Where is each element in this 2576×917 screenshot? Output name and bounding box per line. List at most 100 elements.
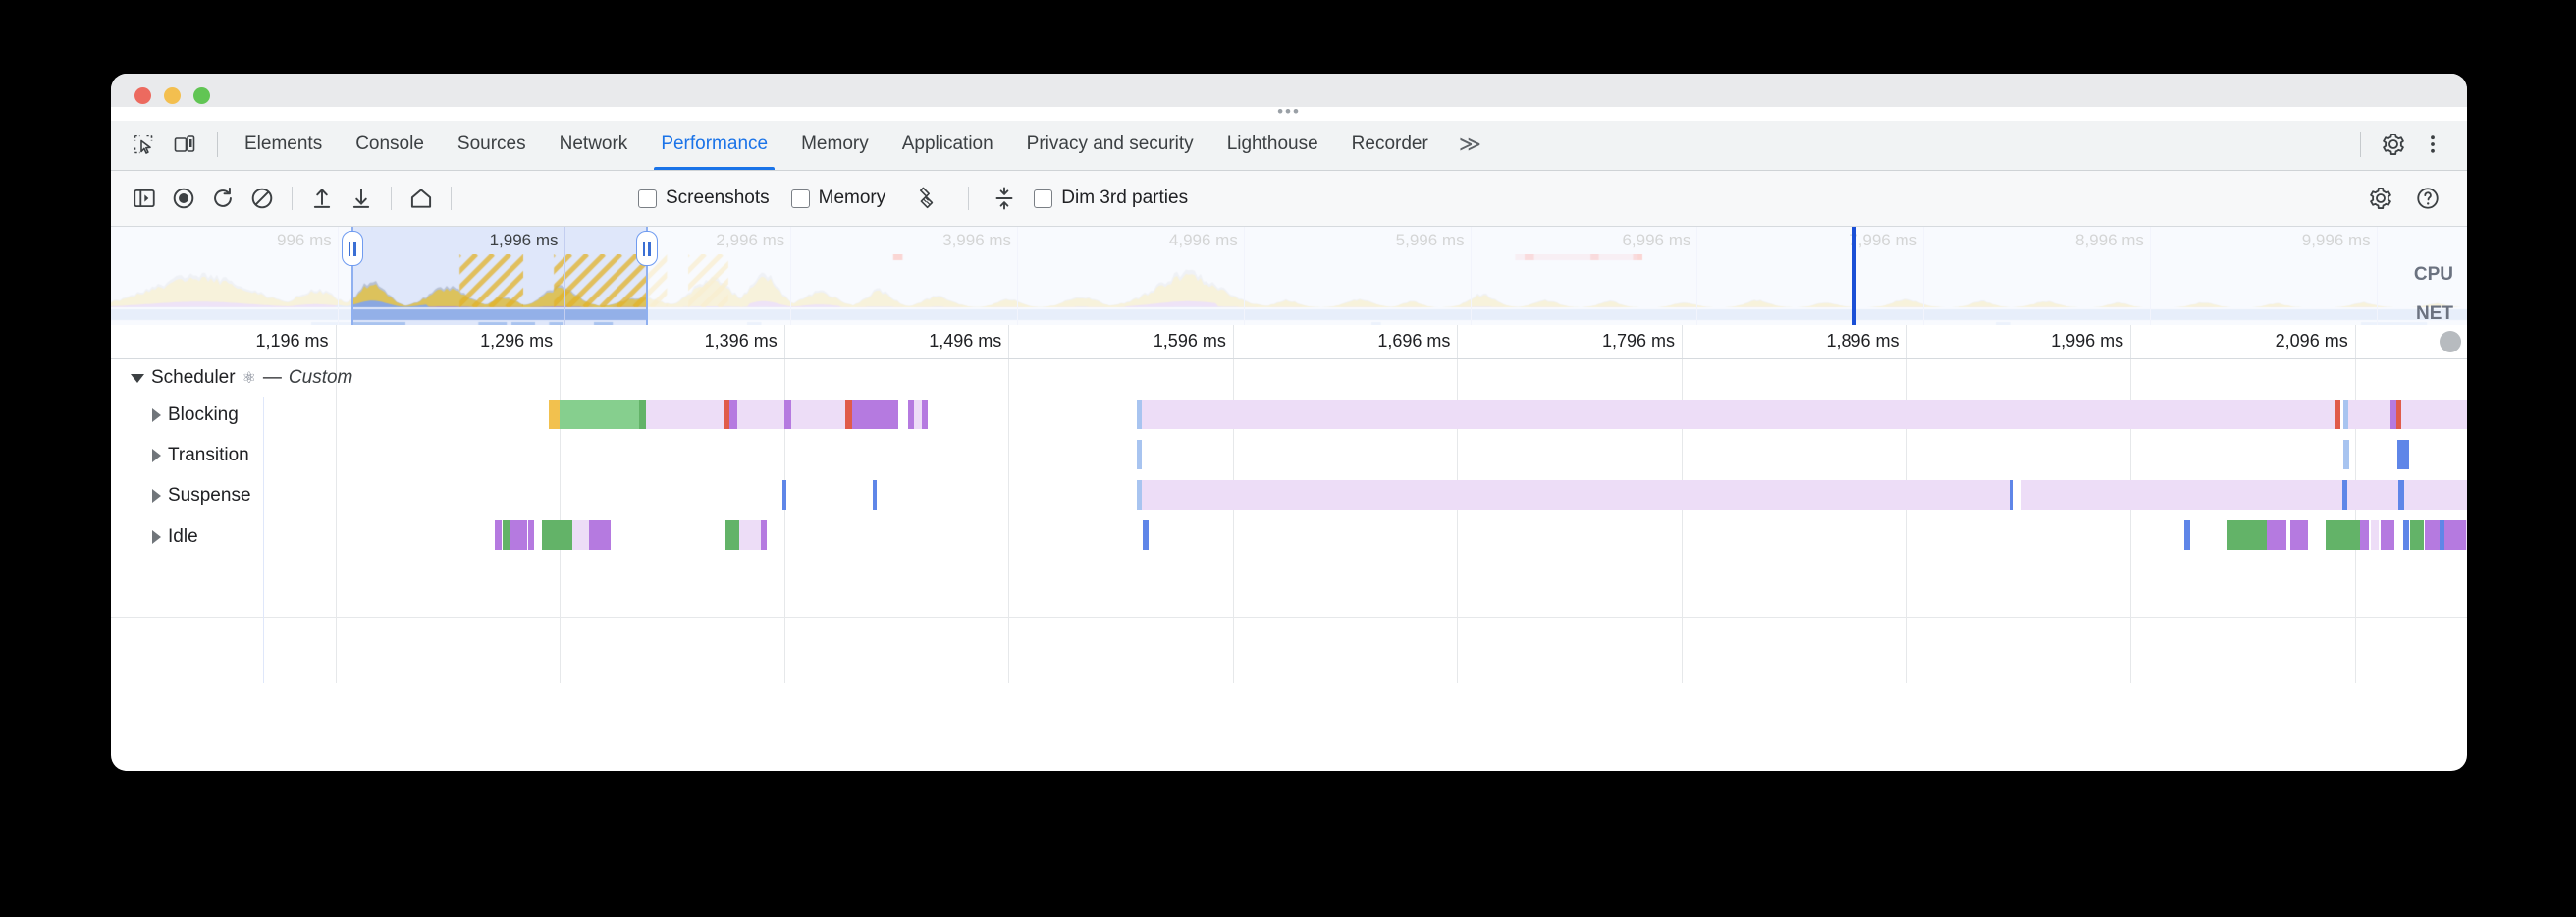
device-toolbar-icon[interactable] — [166, 128, 203, 161]
flame-bar[interactable] — [2401, 400, 2467, 429]
track-transition[interactable]: Transition — [152, 445, 249, 466]
timeline-overview[interactable]: 996 ms1,996 ms2,996 ms3,996 ms4,996 ms5,… — [111, 227, 2467, 325]
flame-bar[interactable] — [761, 520, 767, 550]
flame-bar[interactable] — [2410, 520, 2416, 550]
flame-bar[interactable] — [589, 520, 611, 550]
flame-bar[interactable] — [542, 520, 573, 550]
flame-bar[interactable] — [1137, 400, 1143, 429]
track-suspense[interactable]: Suspense — [152, 485, 251, 507]
more-tabs-icon[interactable]: ≫ — [1445, 118, 1495, 170]
flame-bar[interactable] — [2370, 520, 2379, 550]
tab-application[interactable]: Application — [886, 118, 1010, 170]
flame-bar[interactable] — [790, 400, 846, 429]
flame-bar[interactable] — [646, 400, 724, 429]
flame-bar[interactable] — [2334, 400, 2340, 429]
tab-recorder[interactable]: Recorder — [1335, 118, 1445, 170]
overview-window-edge-right[interactable] — [645, 227, 648, 325]
flame-bar[interactable] — [1142, 480, 2010, 510]
flame-bar[interactable] — [724, 400, 730, 429]
flame-bar[interactable] — [2424, 520, 2441, 550]
flame-bar[interactable] — [2341, 480, 2348, 510]
flame-bar[interactable] — [2444, 520, 2466, 550]
flame-bar[interactable] — [2395, 400, 2402, 429]
close-window-button[interactable] — [134, 87, 151, 104]
flame-bar[interactable] — [510, 520, 527, 550]
record-button[interactable] — [164, 181, 203, 216]
flame-bar[interactable] — [2267, 520, 2287, 550]
flame-chart[interactable]: Scheduler ⚛ — Custom Blocking Transition… — [111, 359, 2467, 683]
flame-bar[interactable] — [560, 400, 640, 429]
flame-bar[interactable] — [549, 400, 561, 429]
flame-bar[interactable] — [2009, 480, 2014, 510]
flame-bar[interactable] — [781, 480, 787, 510]
tab-memory[interactable]: Memory — [784, 118, 886, 170]
screenshots-checkbox[interactable]: Screenshots — [638, 188, 770, 209]
tab-sources[interactable]: Sources — [441, 118, 543, 170]
flame-bar[interactable] — [738, 520, 762, 550]
tab-network[interactable]: Network — [543, 118, 645, 170]
tab-performance[interactable]: Performance — [644, 118, 784, 170]
help-icon[interactable] — [2408, 181, 2447, 216]
clear-button[interactable] — [242, 181, 282, 216]
overview-window-edge-left[interactable] — [350, 227, 353, 325]
dim-3rd-parties-checkbox[interactable]: Dim 3rd parties — [1034, 188, 1188, 209]
flame-bar[interactable] — [1142, 400, 2334, 429]
overview-window-handle-left[interactable] — [341, 231, 363, 266]
settings-gear-icon[interactable] — [2375, 128, 2412, 161]
tab-elements[interactable]: Elements — [228, 118, 339, 170]
tab-console[interactable]: Console — [339, 118, 441, 170]
ruler-resize-handle[interactable] — [2440, 331, 2461, 352]
flame-bar[interactable] — [729, 400, 738, 429]
collapse-tracks-icon[interactable] — [985, 181, 1024, 216]
chevron-right-icon[interactable] — [152, 489, 161, 503]
flame-bar[interactable] — [845, 400, 852, 429]
track-blocking[interactable]: Blocking — [152, 405, 239, 426]
reload-and-record-button[interactable] — [203, 181, 242, 216]
flame-bar[interactable] — [2440, 520, 2445, 550]
flame-bar[interactable] — [527, 520, 534, 550]
flame-bar[interactable] — [1143, 520, 1149, 550]
flame-bar[interactable] — [2227, 520, 2267, 550]
flame-bar[interactable] — [572, 520, 590, 550]
flame-bar[interactable] — [921, 400, 929, 429]
flame-bar[interactable] — [2416, 520, 2424, 550]
inspect-element-icon[interactable] — [125, 128, 162, 161]
flame-bar[interactable] — [914, 400, 922, 429]
flame-bar[interactable] — [1137, 440, 1143, 469]
flame-bar[interactable] — [2343, 400, 2349, 429]
flame-bar[interactable] — [851, 400, 860, 429]
flame-bar[interactable] — [784, 400, 791, 429]
flame-bar[interactable] — [2465, 520, 2467, 550]
flame-bar[interactable] — [2290, 520, 2308, 550]
more-options-icon[interactable] — [2414, 128, 2451, 161]
track-resizer[interactable]: ••• — [111, 103, 2467, 121]
flame-bar[interactable] — [737, 400, 785, 429]
flame-bar[interactable] — [2343, 440, 2349, 469]
minimize-window-button[interactable] — [164, 87, 181, 104]
tab-privacy-and-security[interactable]: Privacy and security — [1010, 118, 1210, 170]
maximize-window-button[interactable] — [193, 87, 210, 104]
flame-bar[interactable] — [2359, 520, 2370, 550]
flame-bar[interactable] — [2398, 480, 2404, 510]
flame-bar[interactable] — [872, 480, 878, 510]
flame-bar[interactable] — [2348, 400, 2391, 429]
flame-bar[interactable] — [2397, 440, 2409, 469]
upload-profile-button[interactable] — [302, 181, 342, 216]
track-idle[interactable]: Idle — [152, 526, 198, 548]
capture-settings-icon[interactable] — [2361, 181, 2400, 216]
track-group-scheduler[interactable]: Scheduler ⚛ — Custom — [131, 367, 352, 389]
overview-playhead-cursor[interactable] — [1852, 227, 1856, 325]
chevron-down-icon[interactable] — [131, 373, 144, 383]
flame-bar[interactable] — [908, 400, 915, 429]
flame-bar[interactable] — [859, 400, 899, 429]
flame-bar[interactable] — [494, 520, 502, 550]
flame-bar[interactable] — [1137, 480, 1143, 510]
flame-bar[interactable] — [2184, 520, 2190, 550]
tab-lighthouse[interactable]: Lighthouse — [1210, 118, 1335, 170]
download-profile-button[interactable] — [342, 181, 381, 216]
flame-bar[interactable] — [502, 520, 510, 550]
flame-bar[interactable] — [2403, 520, 2409, 550]
toggle-sidebar-button[interactable] — [125, 181, 164, 216]
overview-window-handle-right[interactable] — [635, 231, 658, 266]
memory-checkbox[interactable]: Memory — [790, 188, 886, 209]
